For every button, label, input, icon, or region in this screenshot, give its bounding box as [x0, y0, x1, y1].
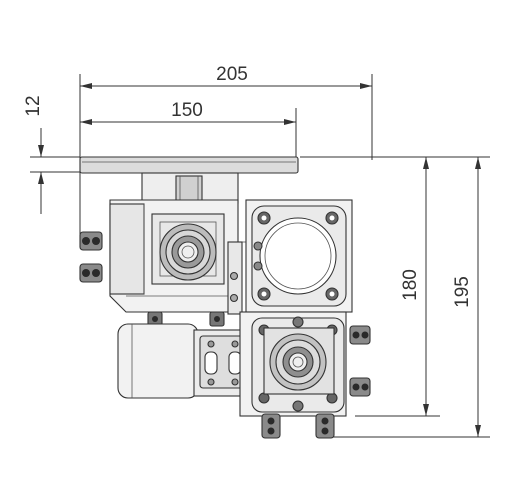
right-upper-housing	[245, 199, 353, 313]
lower-lens	[263, 327, 335, 395]
right-connector-upper	[349, 325, 371, 345]
side-column	[227, 241, 243, 315]
dimension-195: 195	[330, 157, 490, 438]
left-connector-lower	[79, 263, 103, 283]
left-lens	[151, 213, 225, 285]
right-connector-lower	[349, 377, 371, 397]
bottom-connector-left	[261, 413, 281, 439]
dimension-180-label: 180	[400, 269, 421, 301]
dimension-180: 180	[300, 156, 490, 417]
left-connector-upper	[79, 231, 103, 251]
dimension-150: 150	[80, 100, 297, 158]
dimension-12-label: 12	[23, 95, 44, 116]
mounting-plate	[79, 156, 299, 174]
dimension-12: 12	[23, 95, 80, 214]
dimension-205: 205	[79, 64, 373, 240]
dimension-195-label: 195	[452, 276, 473, 308]
motor-connector	[199, 335, 247, 389]
dimension-150-label: 150	[171, 100, 203, 121]
neck-block	[141, 172, 239, 204]
dimension-205-label: 205	[216, 64, 248, 85]
bottom-connector-right	[315, 413, 335, 439]
left-bottom-clips	[147, 311, 225, 327]
